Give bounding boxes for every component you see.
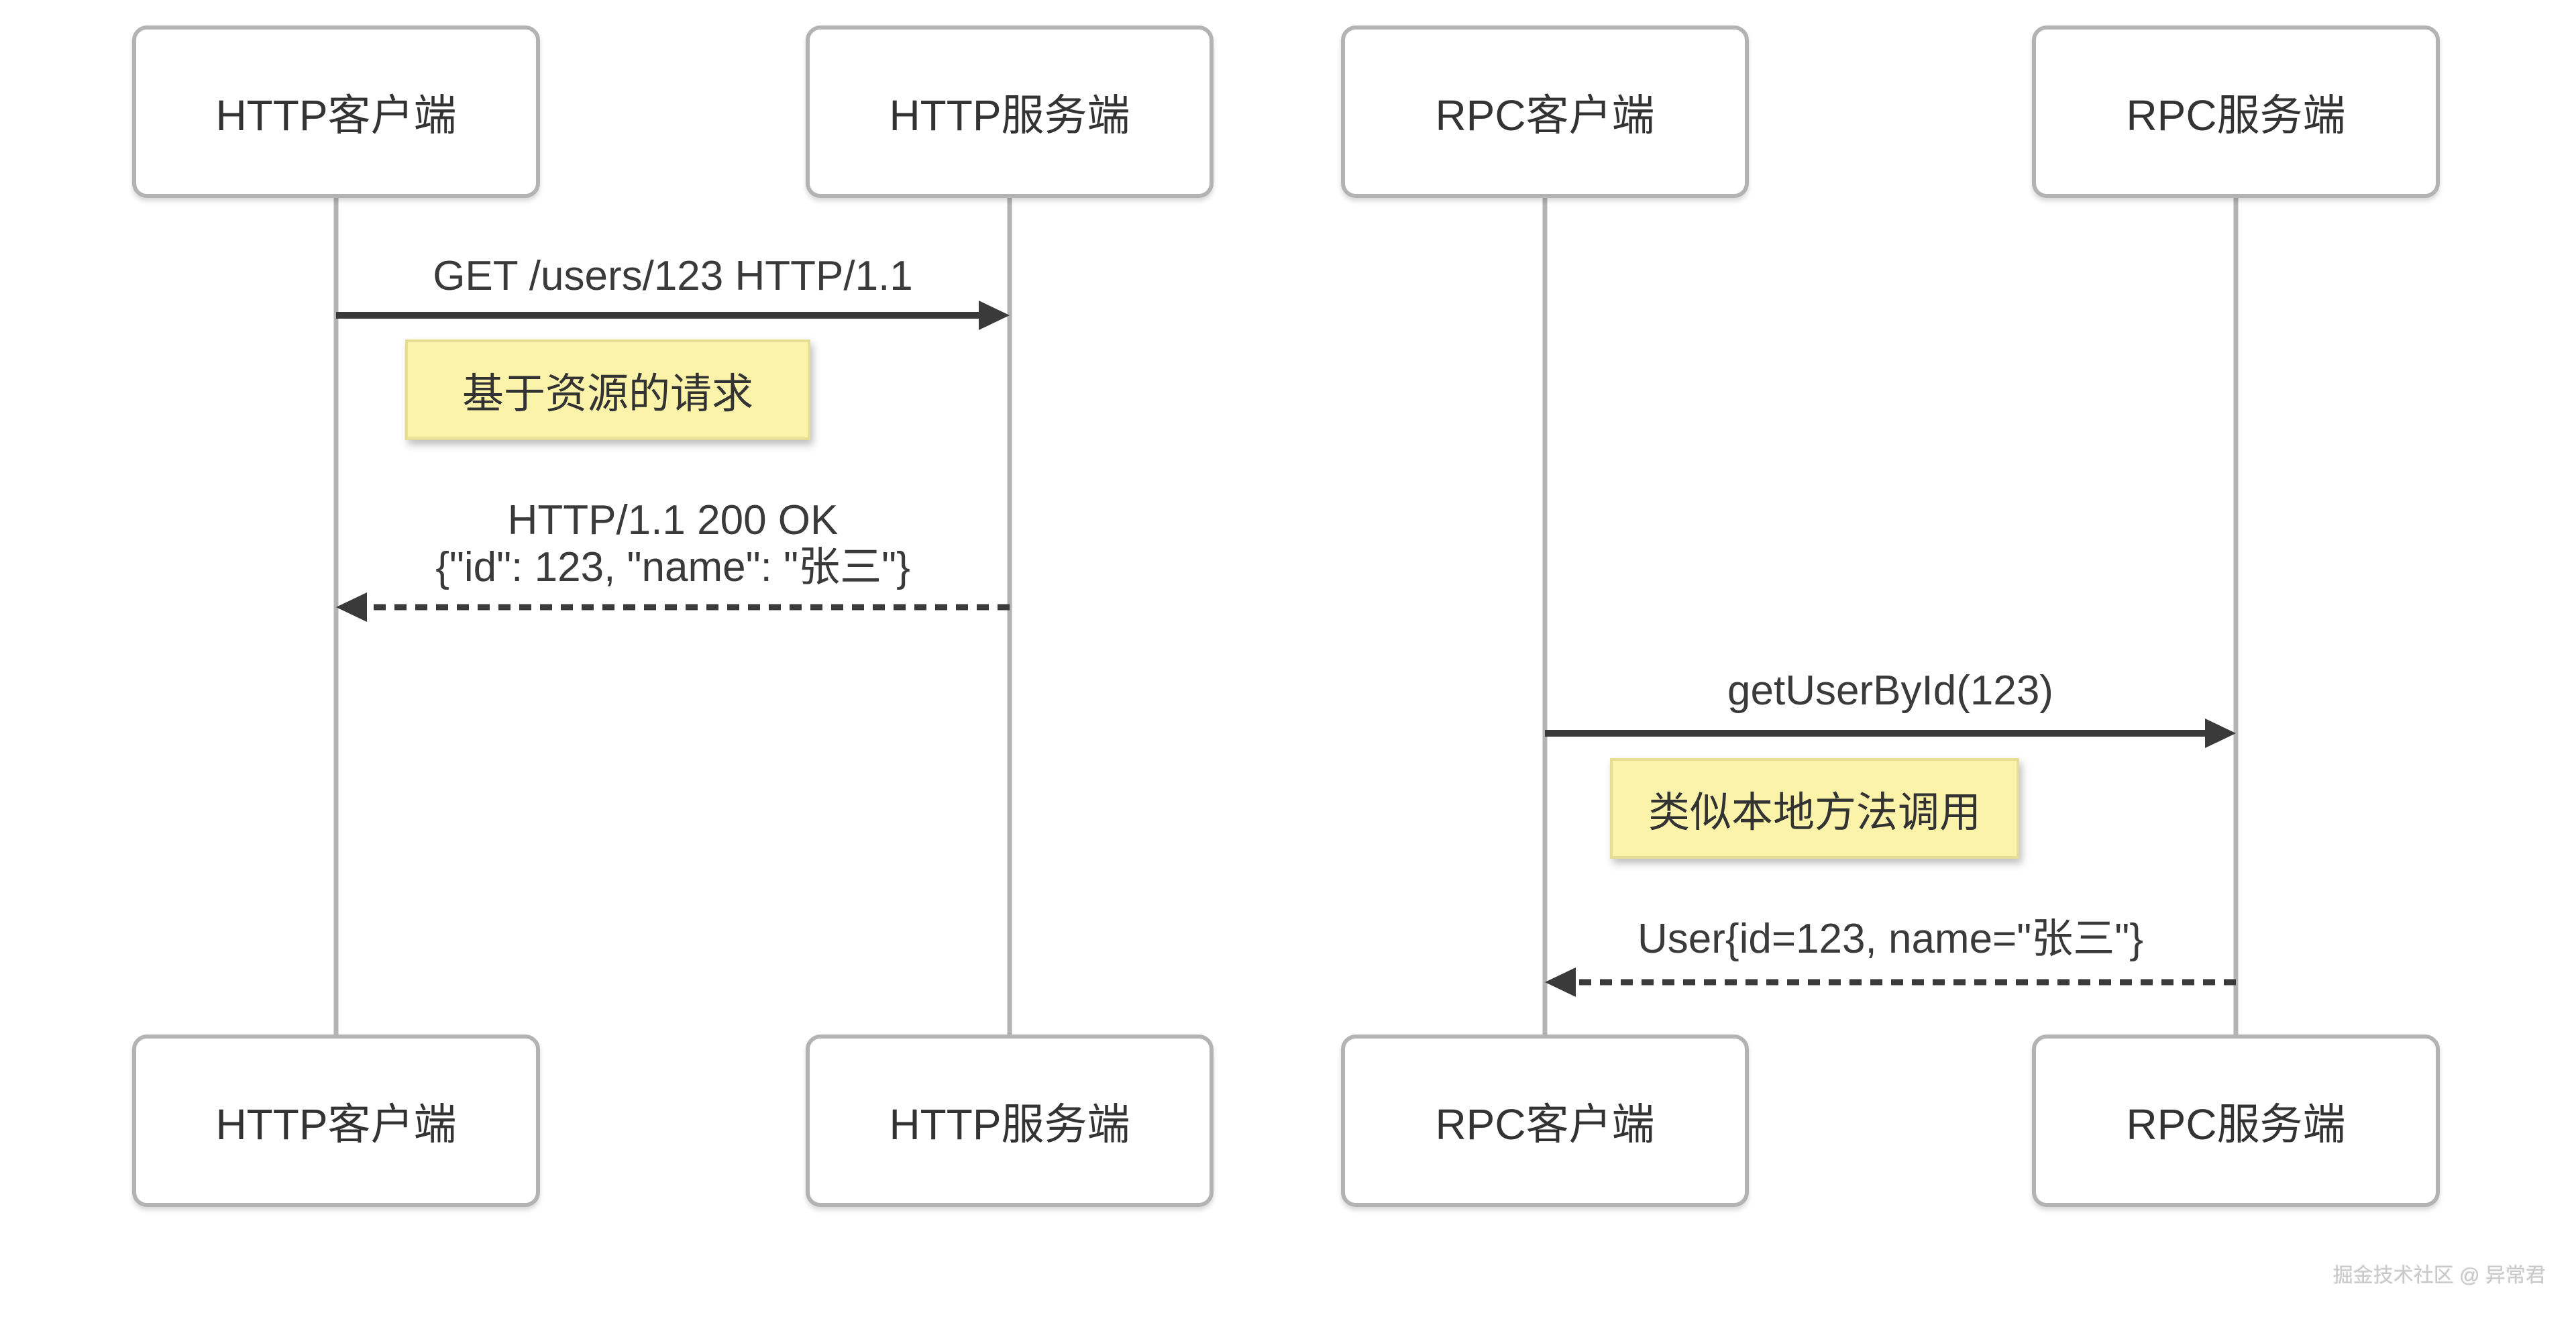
actor-label: RPC客户端	[1435, 91, 1655, 140]
actor-http-client-bottom: HTTP客户端	[132, 1035, 540, 1207]
note-label: 类似本地方法调用	[1648, 790, 1981, 836]
http-request-arrow	[336, 301, 1010, 330]
rpc-note: 类似本地方法调用	[1610, 758, 2019, 859]
actor-label: HTTP客户端	[215, 1100, 457, 1149]
http-note: 基于资源的请求	[405, 339, 810, 440]
actor-label: HTTP服务端	[889, 1100, 1130, 1149]
actor-http-server-top: HTTP服务端	[806, 25, 1214, 198]
watermark: 掘金技术社区 @ 异常君	[2332, 1265, 2546, 1287]
actor-label: HTTP服务端	[889, 91, 1130, 140]
rpc-request-arrow	[1545, 719, 2236, 748]
actor-rpc-server-bottom: RPC服务端	[2032, 1035, 2440, 1207]
http-response-arrow	[336, 592, 1010, 622]
actor-label: RPC客户端	[1435, 1100, 1655, 1149]
arrowhead-right-icon	[2205, 719, 2236, 748]
http-request-label: GET /users/123 HTTP/1.1	[433, 253, 913, 299]
rpc-response-label: User{id=123, name="张三"}	[1638, 916, 2143, 962]
note-label: 基于资源的请求	[462, 371, 753, 417]
http-response-status-line: HTTP/1.1 200 OK	[507, 497, 839, 543]
actor-http-server-bottom: HTTP服务端	[806, 1035, 1214, 1207]
rpc-response-arrow	[1545, 967, 2236, 997]
actor-label: RPC服务端	[2126, 1100, 2346, 1149]
actor-rpc-server-top: RPC服务端	[2032, 25, 2440, 198]
actor-rpc-client-bottom: RPC客户端	[1341, 1035, 1749, 1207]
http-response-body-line: {"id": 123, "name": "张三"}	[435, 544, 910, 590]
arrowhead-right-icon	[979, 301, 1010, 330]
actor-label: RPC服务端	[2126, 91, 2346, 140]
actor-label: HTTP客户端	[215, 91, 457, 140]
arrowhead-left-icon	[336, 592, 367, 622]
rpc-request-label: getUserById(123)	[1727, 668, 2053, 714]
actor-rpc-client-top: RPC客户端	[1341, 25, 1749, 198]
http-response-label: HTTP/1.1 200 OK {"id": 123, "name": "张三"…	[435, 497, 910, 591]
actor-http-client-top: HTTP客户端	[132, 25, 540, 198]
arrowhead-left-icon	[1545, 967, 1576, 997]
